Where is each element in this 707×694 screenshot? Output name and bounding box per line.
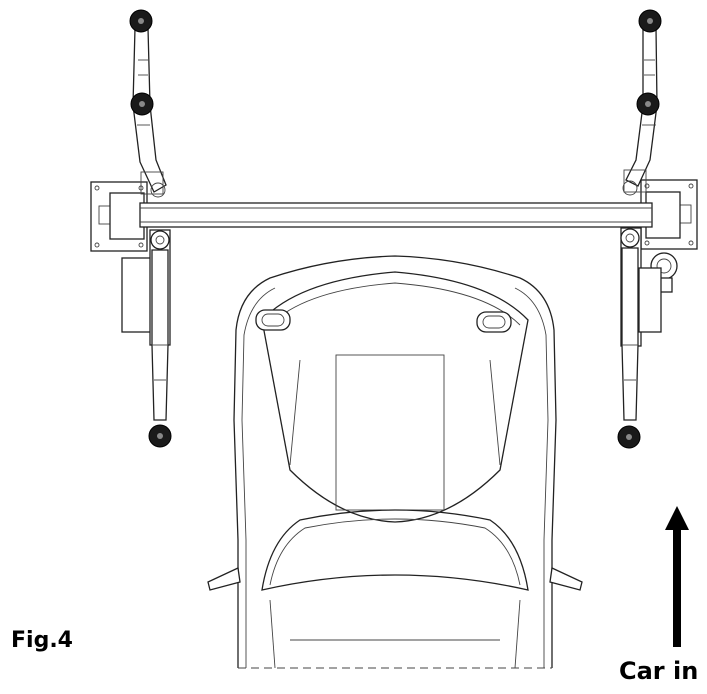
right-upper-arm — [622, 27, 658, 196]
left-front-pad — [148, 424, 172, 448]
right-rear-pad-outer — [638, 9, 662, 33]
car-left-mirror — [207, 567, 241, 591]
left-rear-pad-inner — [130, 92, 154, 116]
arrow-up-icon — [665, 506, 689, 647]
right-front-pad — [617, 425, 641, 449]
car-right-mirror — [549, 567, 583, 591]
car-windshield — [261, 509, 529, 591]
car-left-headlight — [255, 309, 291, 331]
overhead-cross-beam — [139, 202, 653, 228]
car-hood-panel — [335, 354, 445, 511]
figure-label: Fig.4 — [11, 628, 73, 653]
car-top-view — [207, 255, 583, 669]
left-carriage — [109, 192, 145, 240]
right-rear-pad-inner — [636, 92, 660, 116]
right-lower-arm — [620, 228, 640, 421]
left-motor — [121, 257, 155, 333]
left-lower-arm — [150, 230, 170, 421]
car-body-outline — [233, 255, 557, 668]
direction-label: Car in — [619, 657, 699, 685]
car-hood — [261, 271, 529, 523]
left-rear-pad-outer — [129, 9, 153, 33]
right-hydraulic-pump — [650, 252, 678, 293]
car-right-headlight — [476, 311, 512, 333]
